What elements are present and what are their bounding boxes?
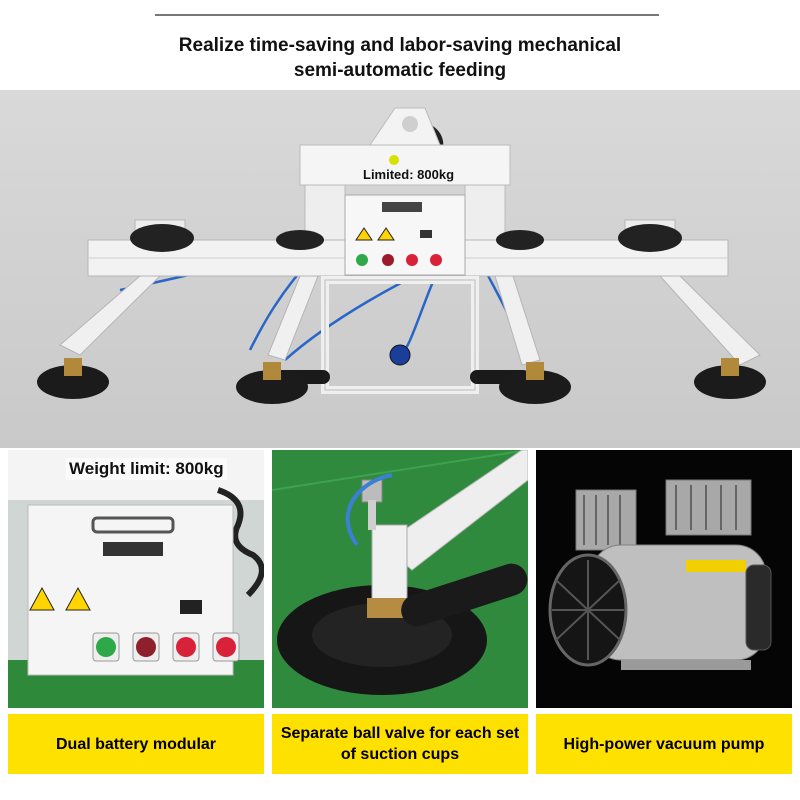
panel-vacuum-pump [536, 450, 792, 708]
headline: Realize time-saving and labor-saving mec… [0, 33, 800, 83]
indicator-light [389, 155, 399, 165]
suction-cup [236, 370, 308, 404]
control-box-closeup [8, 450, 264, 708]
brass-fitting [367, 598, 407, 618]
top-divider-line [155, 14, 659, 16]
control-box-handle [382, 202, 422, 212]
suction-cup [37, 365, 109, 399]
warning-icon [29, 586, 55, 611]
red-button [216, 637, 236, 657]
right-front-arm [658, 275, 761, 366]
warning-icon [65, 586, 91, 611]
dark-red-button [136, 637, 156, 657]
left-front-arm [59, 275, 162, 356]
caption-dual-battery: Dual battery modular [8, 714, 264, 774]
suction-cup-closeup [272, 450, 528, 708]
foam-pipe [401, 563, 528, 627]
end-cap [745, 564, 772, 651]
headline-line-1: Realize time-saving and labor-saving mec… [178, 35, 622, 56]
warning-icon [377, 227, 395, 241]
vacuum-pump-closeup [536, 450, 792, 708]
pump-base [621, 660, 751, 670]
caption-vacuum-pump: High-power vacuum pump [536, 714, 792, 774]
suction-cup [496, 230, 544, 250]
panel-control-box [8, 450, 264, 708]
right-inner-arm [494, 275, 541, 366]
cup-fitting [64, 358, 82, 376]
red-button [176, 637, 196, 657]
red-button [406, 254, 418, 266]
caption-text: Separate ball valve for each set of suct… [280, 725, 520, 763]
caption-text: Dual battery modular [55, 735, 217, 753]
suction-cup [499, 370, 571, 404]
green-button [356, 254, 368, 266]
vertical-post [371, 524, 408, 606]
gauge-display [420, 230, 432, 238]
suction-cup [276, 230, 324, 250]
panel-suction-cup [272, 450, 528, 708]
ball-valve [389, 344, 411, 366]
left-inner-arm [267, 275, 319, 361]
caption-ball-valve: Separate ball valve for each set of suct… [272, 714, 528, 774]
top-bracket [299, 144, 511, 186]
suction-cups [37, 224, 766, 404]
suction-cup [618, 224, 682, 252]
green-button [96, 637, 116, 657]
weight-limit-label: Weight limit: 800kg [66, 458, 227, 480]
cooling-fins [575, 479, 752, 551]
box-handle [91, 516, 175, 534]
air-hose [345, 473, 393, 547]
digital-display [180, 600, 202, 614]
red-button [430, 254, 442, 266]
cup-fitting [526, 362, 544, 380]
hook-hole [402, 116, 418, 132]
nameplate [103, 542, 163, 556]
hero-limit-label: Limited: 800kg [363, 167, 455, 182]
dark-red-button [382, 254, 394, 266]
lower-frame [321, 276, 479, 394]
caption-text: High-power vacuum pump [563, 735, 765, 753]
suction-cup [130, 224, 194, 252]
left-fin-block [575, 489, 637, 551]
cup-fitting [721, 358, 739, 376]
warning-icon [355, 227, 373, 241]
cup-fitting [263, 362, 281, 380]
lower-frame-outline [324, 279, 476, 391]
fan-grille [552, 560, 624, 660]
warning-label [686, 560, 746, 572]
coiled-cable [216, 487, 264, 598]
right-fin-block [665, 479, 752, 536]
hero-product-image [0, 90, 800, 448]
vacuum-lifter-illustration [37, 107, 766, 404]
floor-line [272, 450, 528, 491]
bolt-shaft [368, 500, 376, 530]
suction-cup [694, 365, 766, 399]
headline-line-2: semi-automatic feeding [293, 60, 507, 81]
